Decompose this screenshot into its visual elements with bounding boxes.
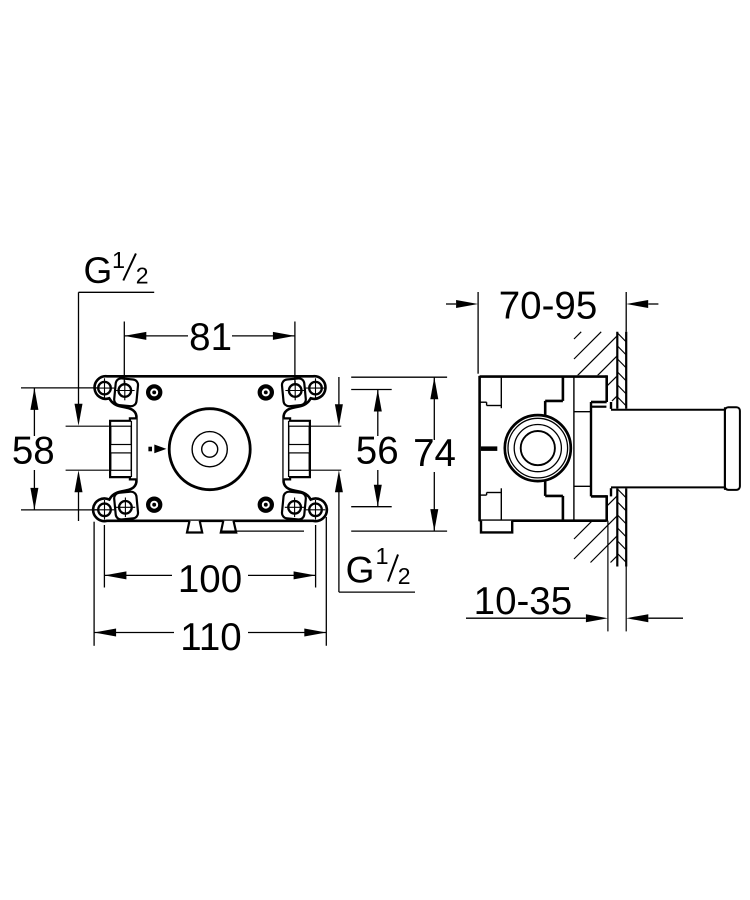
svg-text:2: 2	[398, 563, 411, 589]
svg-text:110: 110	[180, 616, 241, 659]
svg-text:70-95: 70-95	[499, 284, 597, 327]
svg-text:G: G	[346, 550, 375, 591]
svg-text:2: 2	[136, 263, 149, 289]
svg-text:1: 1	[112, 247, 125, 273]
svg-text:58: 58	[12, 429, 55, 472]
svg-text:100: 100	[178, 558, 242, 601]
svg-text:81: 81	[189, 316, 232, 359]
svg-text:56: 56	[356, 429, 399, 472]
svg-text:74: 74	[413, 432, 456, 475]
svg-text:G: G	[84, 250, 113, 291]
svg-text:10-35: 10-35	[474, 580, 572, 623]
svg-text:1: 1	[376, 543, 389, 569]
